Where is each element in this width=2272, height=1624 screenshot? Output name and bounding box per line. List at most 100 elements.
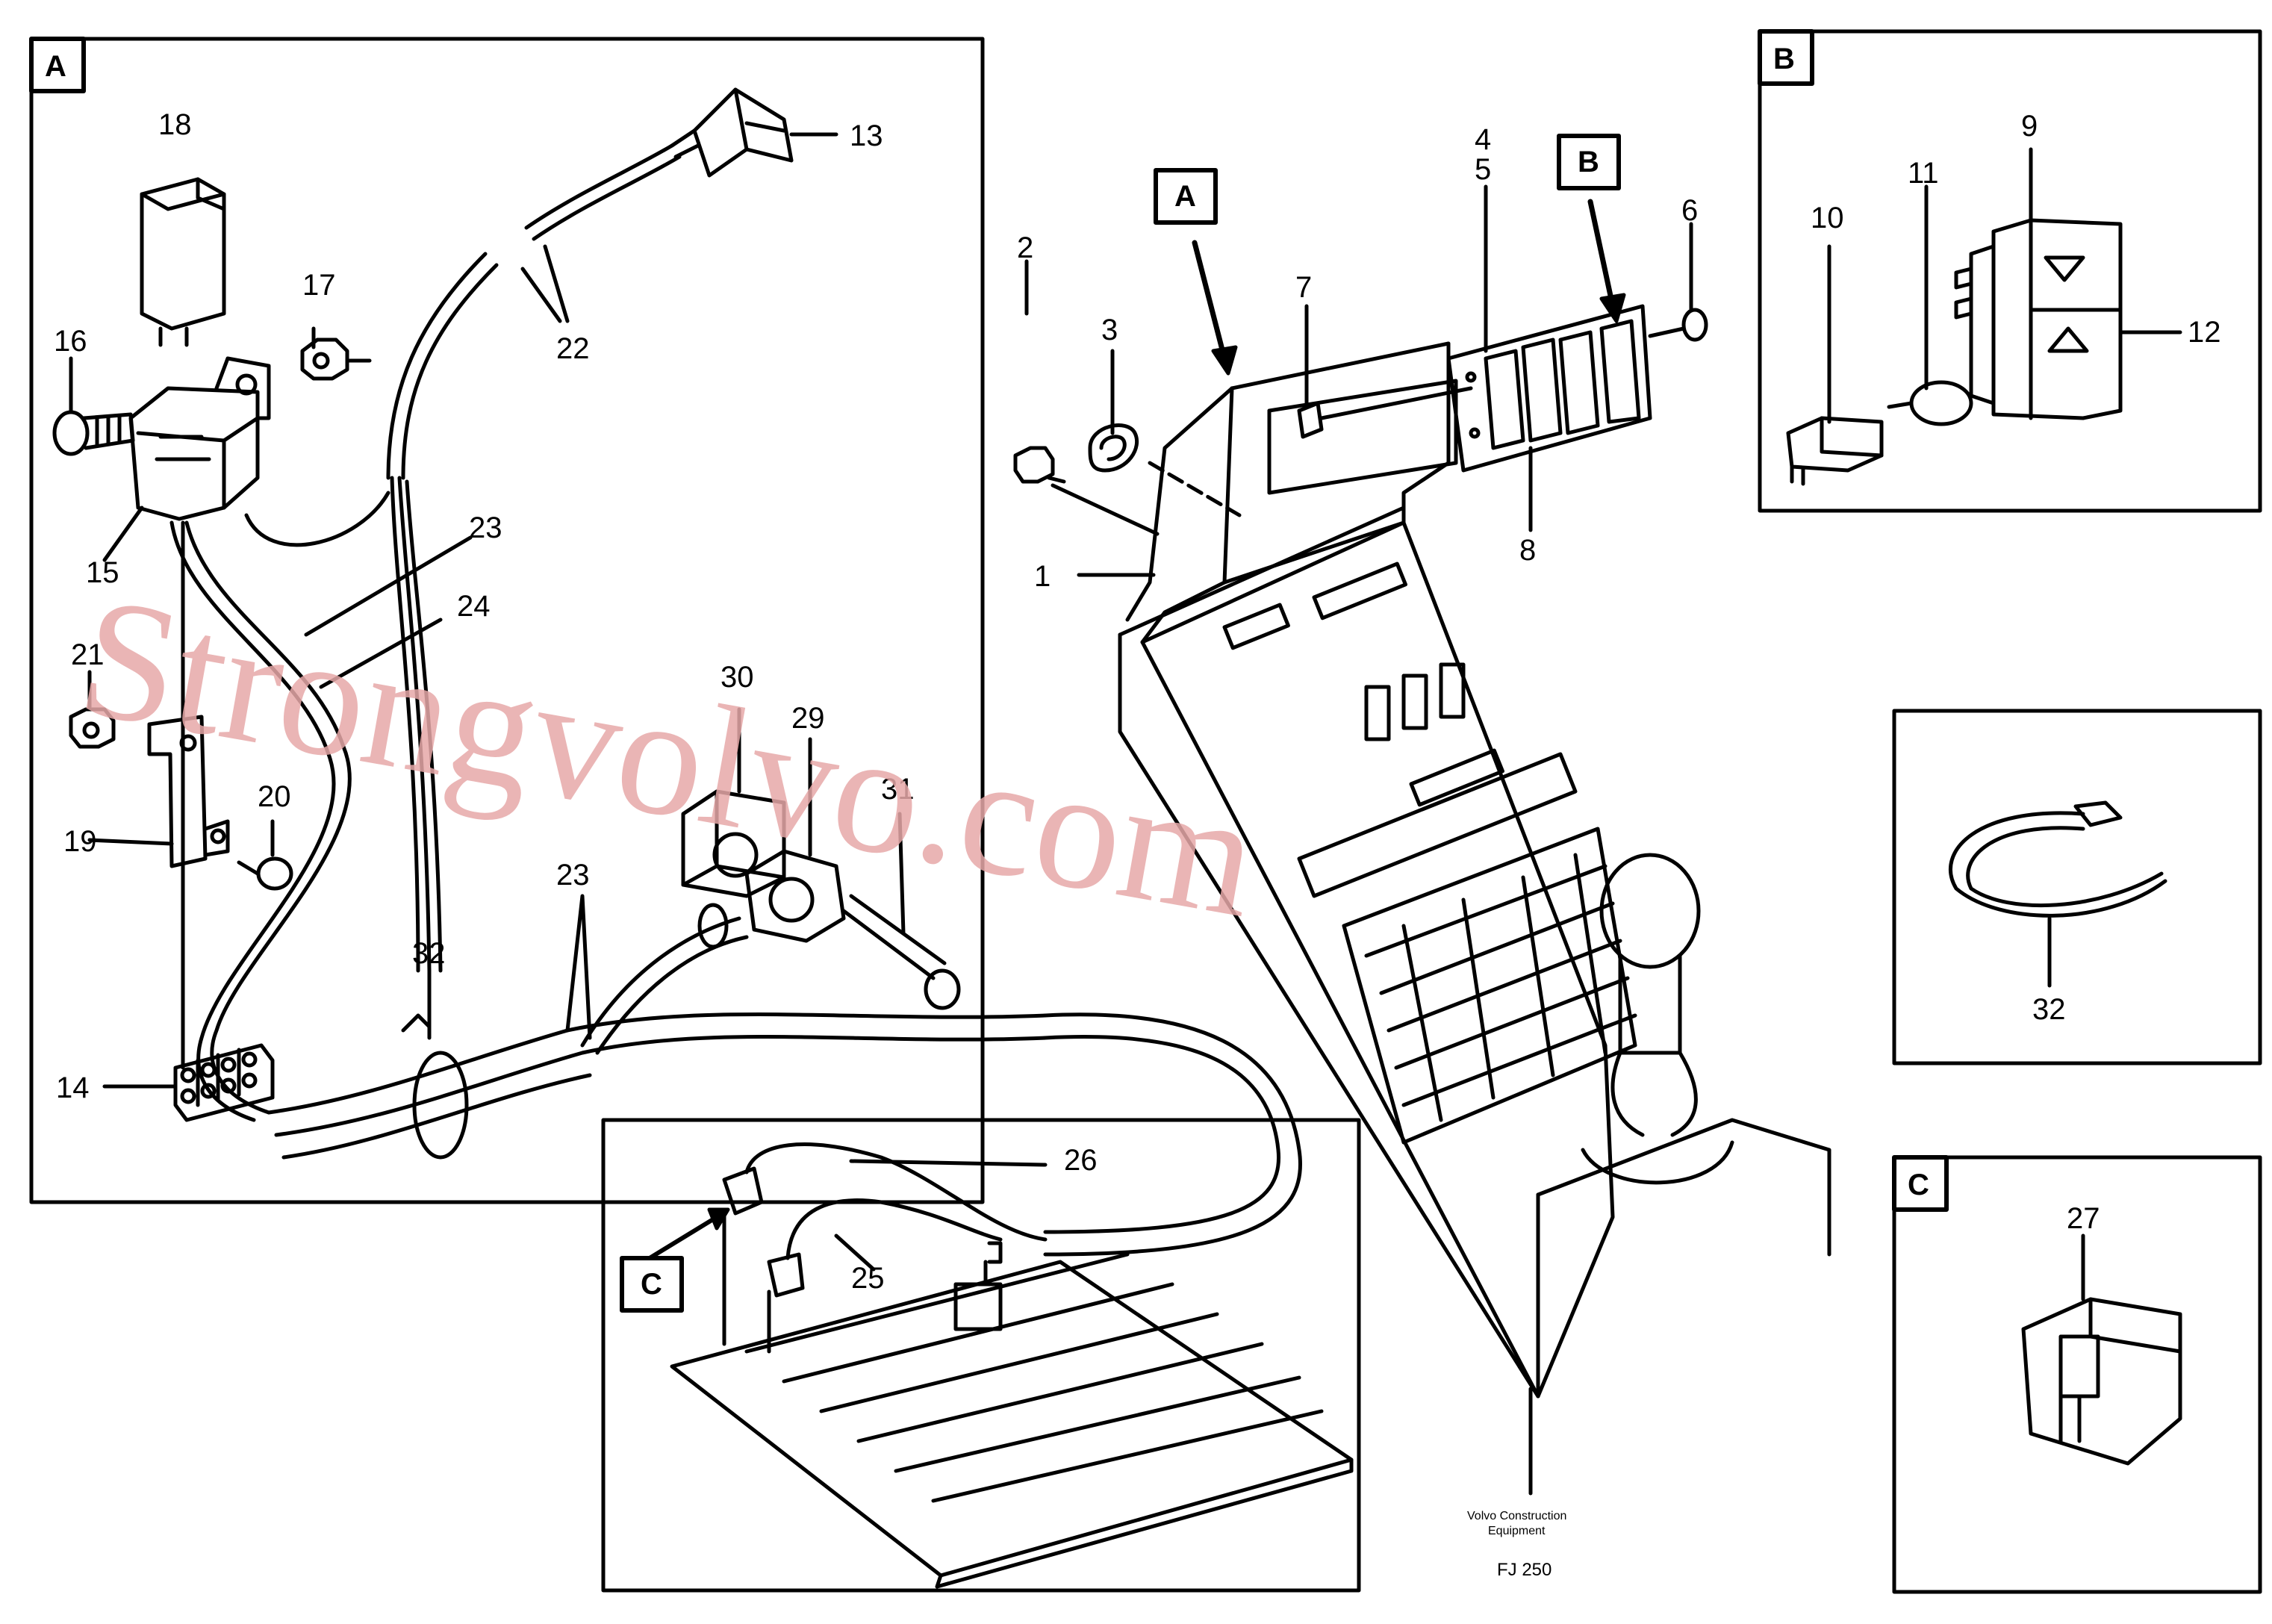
bracket-30 [681,789,786,898]
bulb-holder-10 [1786,416,1884,486]
connector-13 [670,87,794,178]
label-14: 14 [56,1071,90,1104]
label-27: 27 [2067,1202,2100,1235]
label-15: 15 [86,556,119,589]
panel-a-frame [29,37,985,1204]
label-32-panel-a: 32 [412,937,446,970]
relay-18 [140,177,226,347]
switch-panel-4 [1446,304,1652,473]
screw-20 [237,856,293,891]
label-4: 4 [1475,123,1491,156]
label-6: 6 [1681,194,1698,227]
label-32-tie: 32 [2032,993,2066,1026]
label-24: 24 [457,590,491,623]
leader-2 [1051,483,1160,536]
cable-tie-32-b [1948,800,2167,918]
console-button-grid [1342,827,1637,1145]
label-1: 1 [1034,560,1051,593]
label-16: 16 [54,325,87,358]
nut-17 [300,337,372,381]
cable-22-upper [524,143,674,230]
joystick [1536,853,1831,1399]
wire-loop [244,491,390,547]
label-8: 8 [1519,534,1536,567]
circuit-board [670,1241,1354,1589]
brand-line-2: Equipment [1488,1525,1546,1537]
bracket-19 [147,670,230,891]
cable-22-upper-b [532,155,682,241]
label-3: 3 [1101,314,1118,346]
cable-22-lower-b [401,263,499,480]
callout-a-box [1154,168,1218,225]
label-13: 13 [850,119,883,152]
callout-a-letter: A [1174,180,1196,213]
connector-26 [722,1142,1048,1346]
label-29: 29 [791,702,825,735]
terminal-block-14 [173,1043,275,1122]
label-9: 9 [2021,110,2038,143]
label-30: 30 [720,661,754,694]
label-19: 19 [63,825,97,858]
grommet-29 [744,849,846,943]
label-10: 10 [1811,202,1844,234]
panel-cinset-frame [1892,1155,2262,1594]
callout-b-box [1557,134,1621,190]
panel-cinset-letter-box [1892,1155,1949,1212]
label-23-lower: 23 [556,859,590,892]
wire-harness-23 [184,520,352,1115]
harness-to-grommet [580,916,749,1055]
grommet-ring [697,903,729,949]
main-harness-c [281,1073,592,1160]
screw-16 [52,410,135,456]
callout-b-letter: B [1578,146,1599,178]
leader-3-dash [1148,461,1242,517]
panel-b-letter: B [1773,43,1795,75]
panel-a-letter: A [45,50,66,83]
cable-wires-down [390,476,443,973]
screw-6 [1648,308,1708,342]
connector-25 [767,1198,1003,1354]
label-23-upper: 23 [469,511,502,544]
panel-b-letter-box [1758,29,1814,86]
panel-a-letter-box [29,37,86,93]
label-5: 5 [1475,153,1491,186]
hazard-switch-9 [1954,218,2123,420]
label-22: 22 [556,332,590,365]
brand-line-1: Volvo Construction [1467,1510,1566,1522]
arrow-a [1192,240,1227,361]
panel-c-frame [601,1118,1361,1593]
console-housing [1118,341,1637,1399]
drawing-code: FJ 250 [1497,1560,1552,1580]
screw-2 [1013,446,1066,484]
bulb-11 [1887,380,1973,426]
panel-b-frame [1758,29,2262,513]
watermark: Strongvolvo.com [68,560,1271,953]
label-25: 25 [851,1262,885,1295]
nut-21 [69,707,116,749]
callout-c-letter: C [641,1268,662,1301]
label-7: 7 [1295,271,1312,304]
grommet-3 [1088,423,1139,473]
relay-socket-15 [128,356,271,521]
main-harness-b [274,1034,1281,1234]
label-18: 18 [158,108,192,141]
label-2: 2 [1017,231,1033,264]
label-31: 31 [881,773,915,806]
label-20: 20 [258,780,291,813]
label-11: 11 [1908,157,1939,190]
label-12: 12 [2188,316,2221,349]
arrow-b [1587,199,1616,309]
label-26: 26 [1064,1144,1098,1177]
panel-tie-frame [1892,709,2262,1065]
main-harness [267,1012,1302,1257]
connector-27 [2021,1297,2182,1466]
panel-cinset-letter: C [1908,1169,1929,1201]
cable-tie-32-a [401,1013,469,1160]
switch-7 [1297,386,1473,439]
plug-31 [841,894,961,1010]
label-21: 21 [71,638,105,671]
cable-22-lower [386,252,488,480]
label-17: 17 [302,269,336,302]
